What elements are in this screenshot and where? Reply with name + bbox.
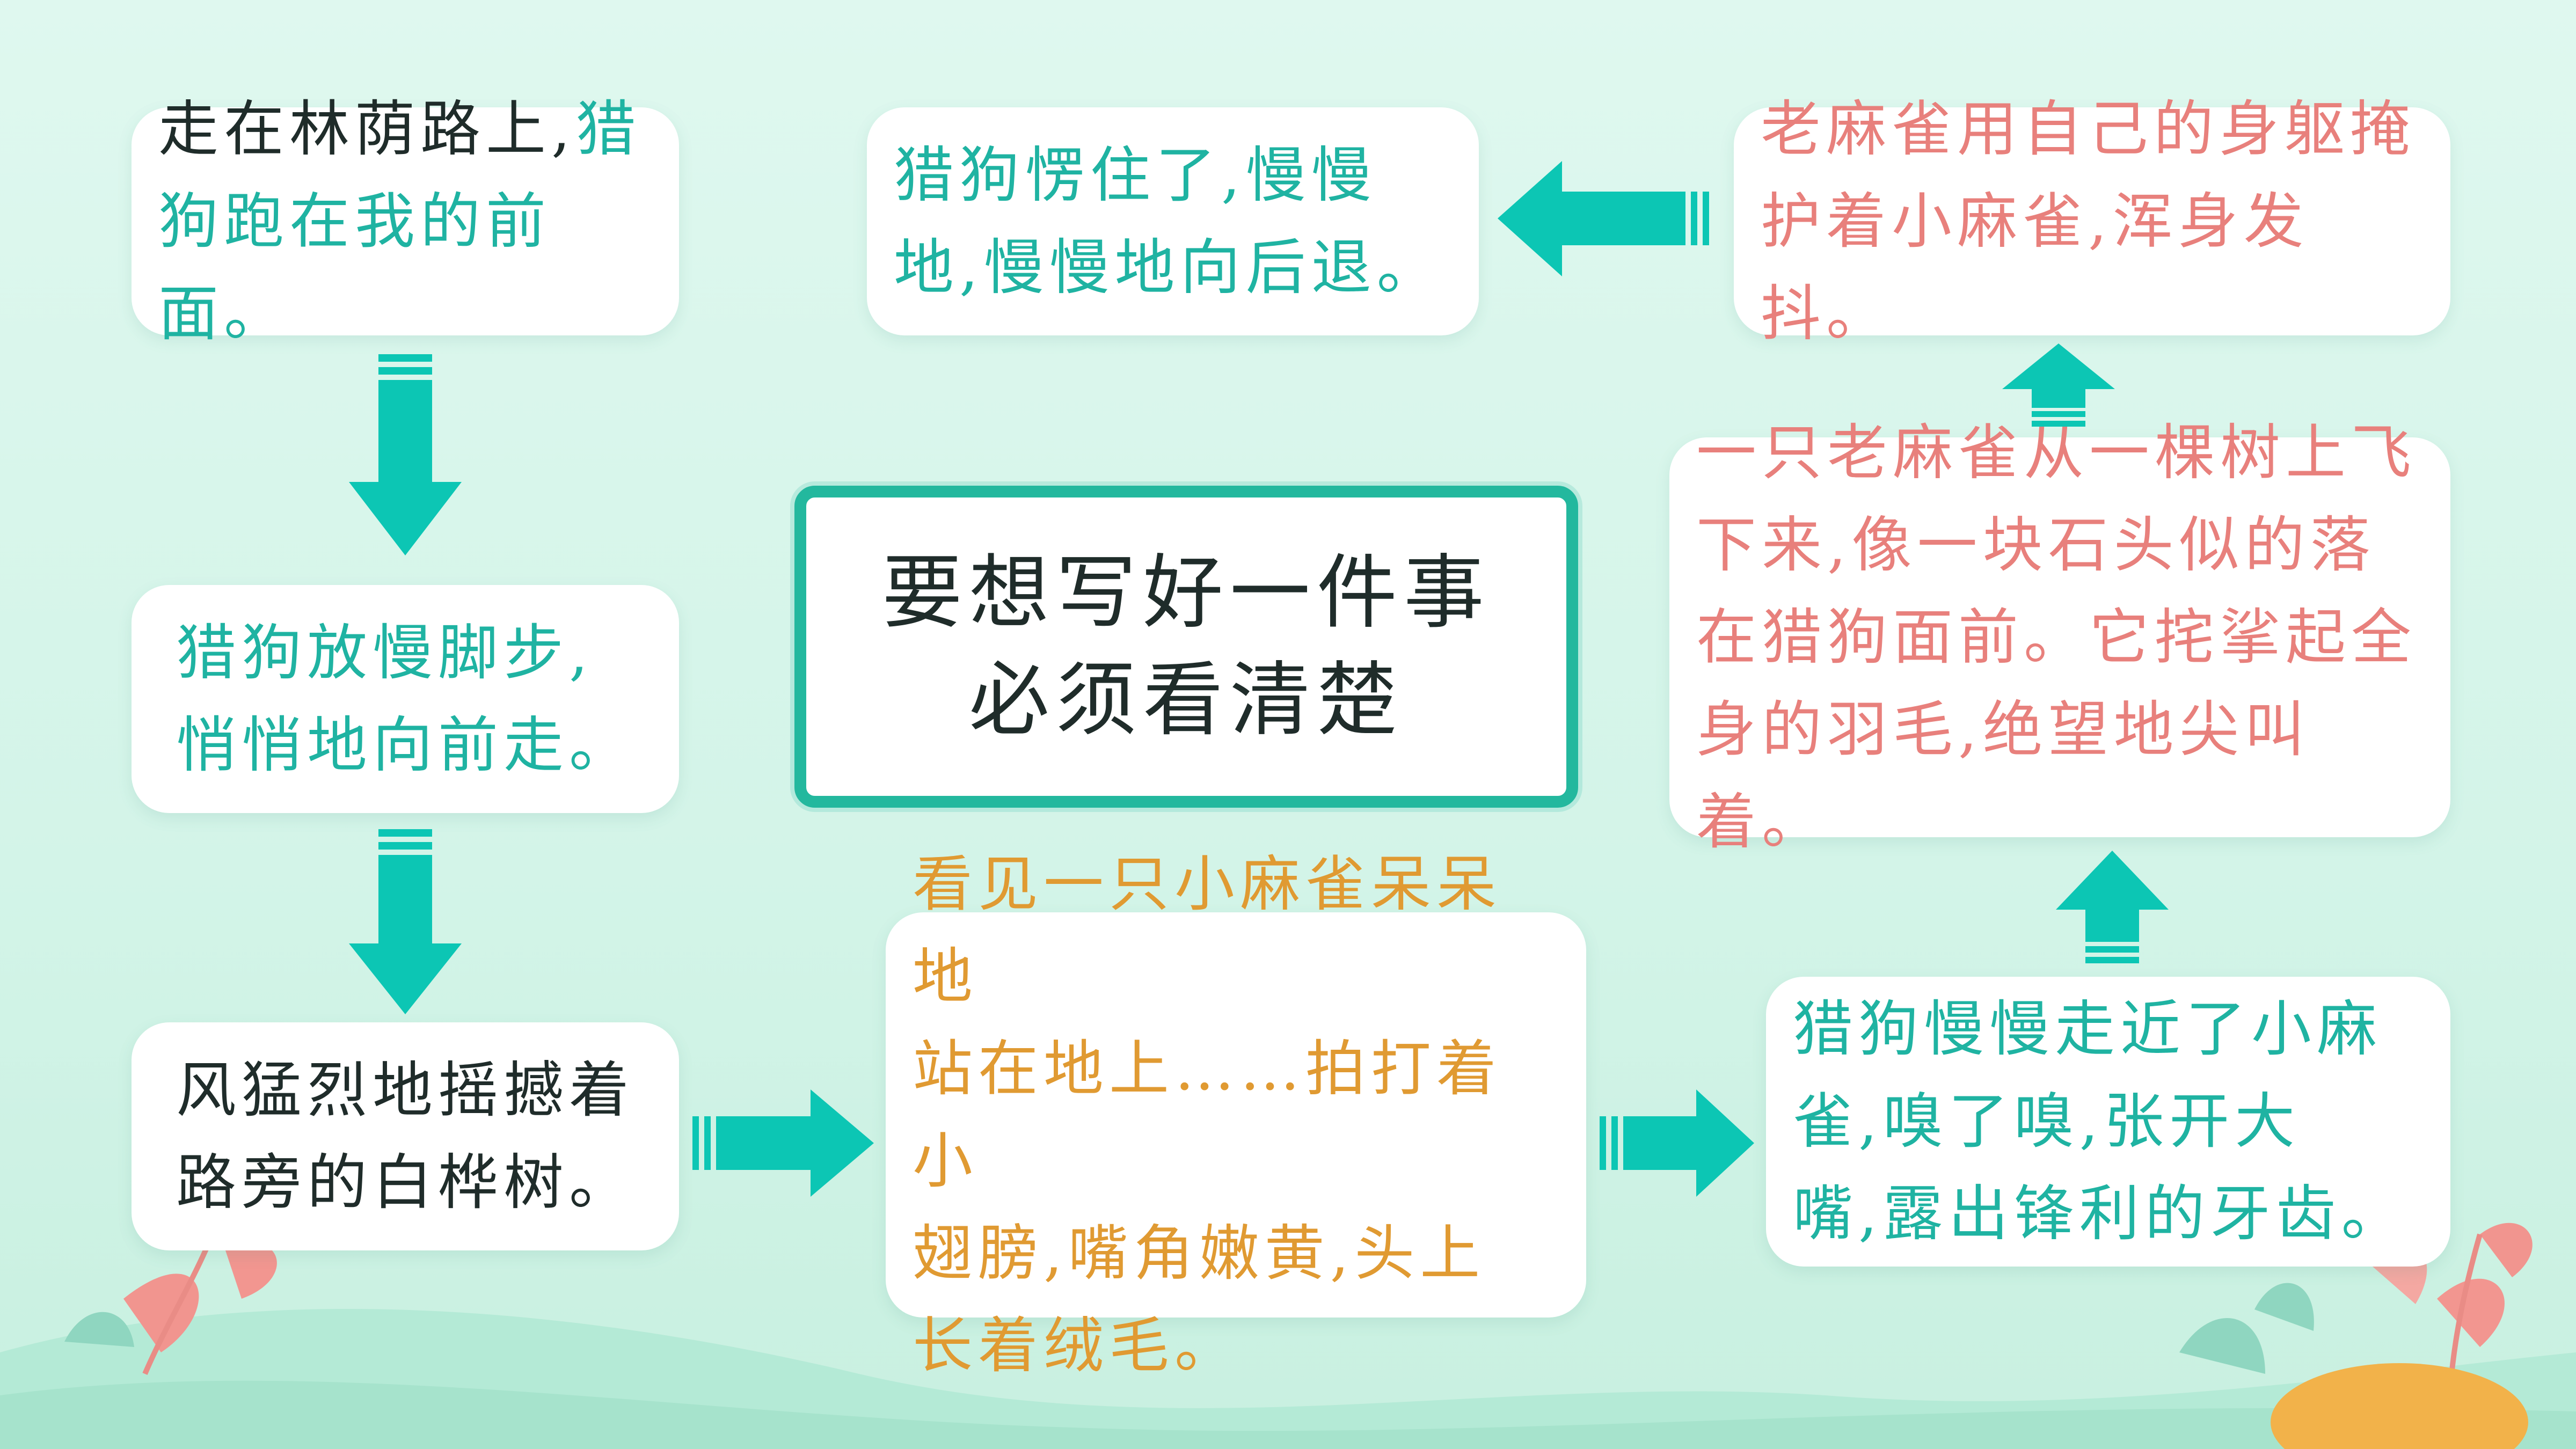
- flow-box-5-line-2: 雀,嗅了嗅,张开大: [1793, 1087, 2301, 1157]
- center-title-box: 要想写好一件事 必须看清楚: [794, 486, 1578, 808]
- flow-box-2-line-2: 悄悄地向前走。: [176, 710, 634, 780]
- flow-box-6-line-2: 下来,像一块石头似的落: [1696, 510, 2376, 580]
- flow-box-4-text: 看见一只小麻雀呆呆地 站在地上……拍打着小 翅膀,嘴角嫩黄,头上 长着绒毛。: [913, 838, 1559, 1392]
- flow-box-2: 猎狗放慢脚步, 悄悄地向前走。: [132, 585, 679, 813]
- leaf-cluster-right-icon: [2179, 1223, 2533, 1449]
- flow-box-6-line-1: 一只老麻雀从一棵树上飞: [1696, 418, 2417, 488]
- flow-box-8-line-2: 地,慢慢地向后退。: [894, 232, 1442, 303]
- flow-box-5-text: 猎狗慢慢走近了小麻 雀,嗅了嗅,张开大 嘴,露出锋利的牙齿。: [1793, 983, 2407, 1260]
- flow-box-3: 风猛烈地摇撼着 路旁的白桦树。: [132, 1022, 679, 1250]
- arrow-down-2-icon: [349, 829, 462, 1014]
- flow-box-4-line-2: 站在地上……拍打着小: [913, 1034, 1502, 1196]
- flow-box-1-text-teal-a: 猎: [575, 94, 641, 164]
- flow-box-4-line-4: 长着绒毛。: [913, 1311, 1240, 1381]
- flow-box-6-line-3: 在猎狗面前。它挓挲起全: [1696, 602, 2417, 672]
- arrow-down-1-icon: [349, 354, 462, 555]
- arrow-right-1-icon: [692, 1089, 874, 1197]
- center-title-line-2: 必须看清楚: [968, 654, 1404, 747]
- center-title-line-1: 要想写好一件事: [881, 546, 1491, 640]
- flow-box-1-text-teal-b: 狗跑在我的前面。: [158, 186, 551, 349]
- flow-box-7: 老麻雀用自己的身躯掩 护着小麻雀,浑身发抖。: [1734, 94, 2450, 349]
- flow-box-6-text: 一只老麻雀从一棵树上飞 下来,像一块石头似的落 在猎狗面前。它挓挲起全 身的羽毛…: [1696, 407, 2424, 868]
- arrow-up-1-icon: [2056, 851, 2169, 963]
- flow-box-4-line-3: 翅膀,嘴角嫩黄,头上: [913, 1218, 1486, 1289]
- flow-box-1-text: 走在林荫路上,猎 狗跑在我的前面。: [158, 83, 652, 360]
- center-title: 要想写好一件事 必须看清楚: [882, 539, 1491, 754]
- flow-box-7-line-2: 护着小麻雀,浑身发抖。: [1761, 186, 2309, 349]
- flow-box-8-text: 猎狗愣住了,慢慢 地,慢慢地向后退。: [894, 129, 1442, 314]
- flow-box-6: 一只老麻雀从一棵树上飞 下来,像一块石头似的落 在猎狗面前。它挓挲起全 身的羽毛…: [1669, 418, 2450, 857]
- flow-box-4-line-1: 看见一只小麻雀呆呆地: [913, 849, 1502, 1012]
- arrow-left-1-icon: [1498, 161, 1709, 276]
- flow-box-3-text: 风猛烈地摇撼着 路旁的白桦树。: [176, 1044, 634, 1229]
- flow-box-7-text: 老麻雀用自己的身躯掩 护着小麻雀,浑身发抖。: [1761, 83, 2424, 360]
- flow-box-2-text: 猎狗放慢脚步, 悄悄地向前走。: [176, 607, 634, 792]
- flow-box-5-line-1: 猎狗慢慢走近了小麻: [1793, 994, 2382, 1064]
- flow-box-1: 走在林荫路上,猎 狗跑在我的前面。: [132, 94, 679, 349]
- flow-box-2-line-1: 猎狗放慢脚步,: [176, 618, 594, 688]
- flow-box-5: 猎狗慢慢走近了小麻 雀,嗅了嗅,张开大 嘴,露出锋利的牙齿。: [1766, 977, 2450, 1267]
- arrow-right-2-icon: [1600, 1089, 1754, 1197]
- flow-box-6-line-4: 身的羽毛,绝望地尖叫着。: [1696, 694, 2310, 857]
- flow-box-1-text-dark: 走在林荫路上,: [158, 94, 576, 164]
- flow-box-3-line-1: 风猛烈地摇撼着: [176, 1055, 634, 1125]
- flow-box-8-line-1: 猎狗愣住了,慢慢: [894, 140, 1377, 210]
- flow-box-4: 看见一只小麻雀呆呆地 站在地上……拍打着小 翅膀,嘴角嫩黄,头上 长着绒毛。: [886, 850, 1586, 1381]
- flow-box-8: 猎狗愣住了,慢慢 地,慢慢地向后退。: [867, 107, 1479, 335]
- flow-box-3-line-2: 路旁的白桦树。: [176, 1147, 634, 1218]
- flow-box-5-line-3: 嘴,露出锋利的牙齿。: [1793, 1179, 2407, 1249]
- flow-box-7-line-1: 老麻雀用自己的身躯掩: [1761, 94, 2416, 164]
- arrow-up-2-icon: [2002, 343, 2115, 427]
